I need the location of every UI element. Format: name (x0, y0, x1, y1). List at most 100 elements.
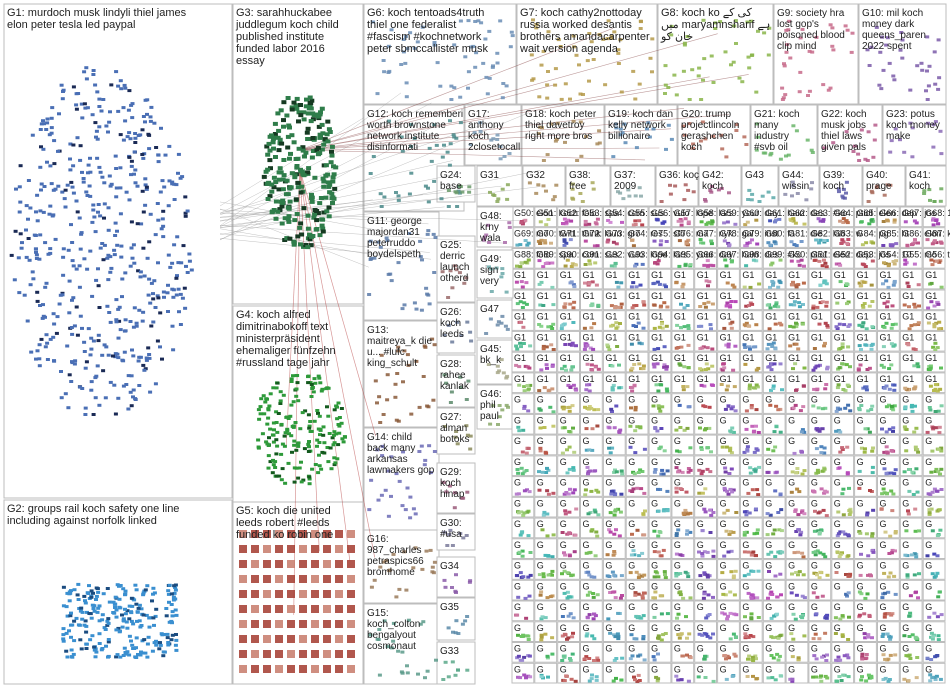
node (87, 584, 91, 587)
node (630, 239, 634, 242)
node (35, 194, 39, 197)
node (395, 372, 399, 375)
node (175, 274, 179, 277)
node (658, 531, 662, 534)
node (275, 421, 279, 424)
node (125, 191, 129, 194)
node (275, 560, 283, 568)
node (783, 93, 787, 96)
node (590, 363, 594, 366)
node (709, 450, 713, 453)
node (794, 322, 798, 325)
node (773, 430, 777, 433)
node (36, 219, 40, 222)
node (295, 374, 299, 377)
node (422, 375, 426, 378)
node (850, 51, 854, 54)
node (52, 139, 56, 142)
node (574, 508, 578, 511)
node (937, 638, 941, 641)
node (536, 183, 540, 186)
node (862, 612, 866, 615)
node (119, 79, 123, 82)
node (592, 613, 596, 616)
node (766, 512, 770, 515)
node (752, 386, 756, 389)
node (40, 338, 44, 341)
node (727, 191, 731, 194)
node (123, 608, 127, 611)
node (116, 110, 120, 113)
node (846, 404, 850, 407)
node (592, 596, 596, 599)
node (743, 510, 747, 513)
node (78, 638, 82, 641)
node (127, 109, 131, 112)
node (90, 617, 94, 620)
node (519, 534, 523, 537)
node (690, 68, 694, 71)
node (913, 263, 917, 266)
small-group-label: G (651, 436, 658, 446)
small-group-label: G1 (537, 291, 549, 301)
node (290, 377, 294, 380)
node (633, 98, 637, 101)
node (449, 98, 453, 101)
node (129, 265, 133, 268)
node (46, 118, 50, 121)
node (778, 655, 782, 658)
node (265, 443, 269, 446)
node (523, 489, 527, 492)
node (511, 34, 515, 37)
node (742, 135, 746, 138)
small-group-label: G (697, 395, 704, 405)
node (382, 196, 386, 199)
node (79, 315, 83, 318)
node (799, 409, 803, 412)
small-group-label: G1 (628, 353, 640, 363)
node (114, 167, 118, 170)
node (689, 656, 693, 659)
node (138, 133, 142, 136)
node (465, 615, 469, 618)
node (774, 575, 778, 578)
node (743, 346, 747, 349)
node (97, 284, 101, 287)
node (590, 575, 594, 578)
node (302, 173, 307, 177)
node (84, 367, 88, 370)
node (515, 281, 519, 284)
node (724, 657, 728, 660)
node (756, 528, 760, 531)
node (467, 185, 471, 188)
node (928, 511, 932, 514)
node (523, 219, 527, 222)
node (50, 182, 54, 185)
node (630, 490, 634, 493)
node (156, 296, 160, 299)
node (131, 257, 135, 260)
node (840, 446, 844, 449)
small-group-label: G1 (628, 312, 640, 322)
node (284, 192, 289, 196)
node (292, 426, 296, 429)
node (294, 449, 298, 452)
small-group-label: G (674, 415, 681, 425)
node (142, 614, 146, 617)
node (634, 223, 638, 226)
node (113, 253, 117, 256)
node (720, 571, 724, 574)
node (838, 366, 842, 369)
node (124, 612, 128, 615)
node (817, 637, 821, 640)
node (119, 212, 123, 215)
node (592, 637, 596, 640)
node (287, 214, 292, 218)
node (772, 385, 776, 388)
node (905, 244, 909, 247)
node (458, 96, 462, 99)
node (188, 260, 192, 263)
node (632, 487, 636, 490)
node (108, 110, 112, 113)
small-group-label: G1 (720, 312, 732, 322)
